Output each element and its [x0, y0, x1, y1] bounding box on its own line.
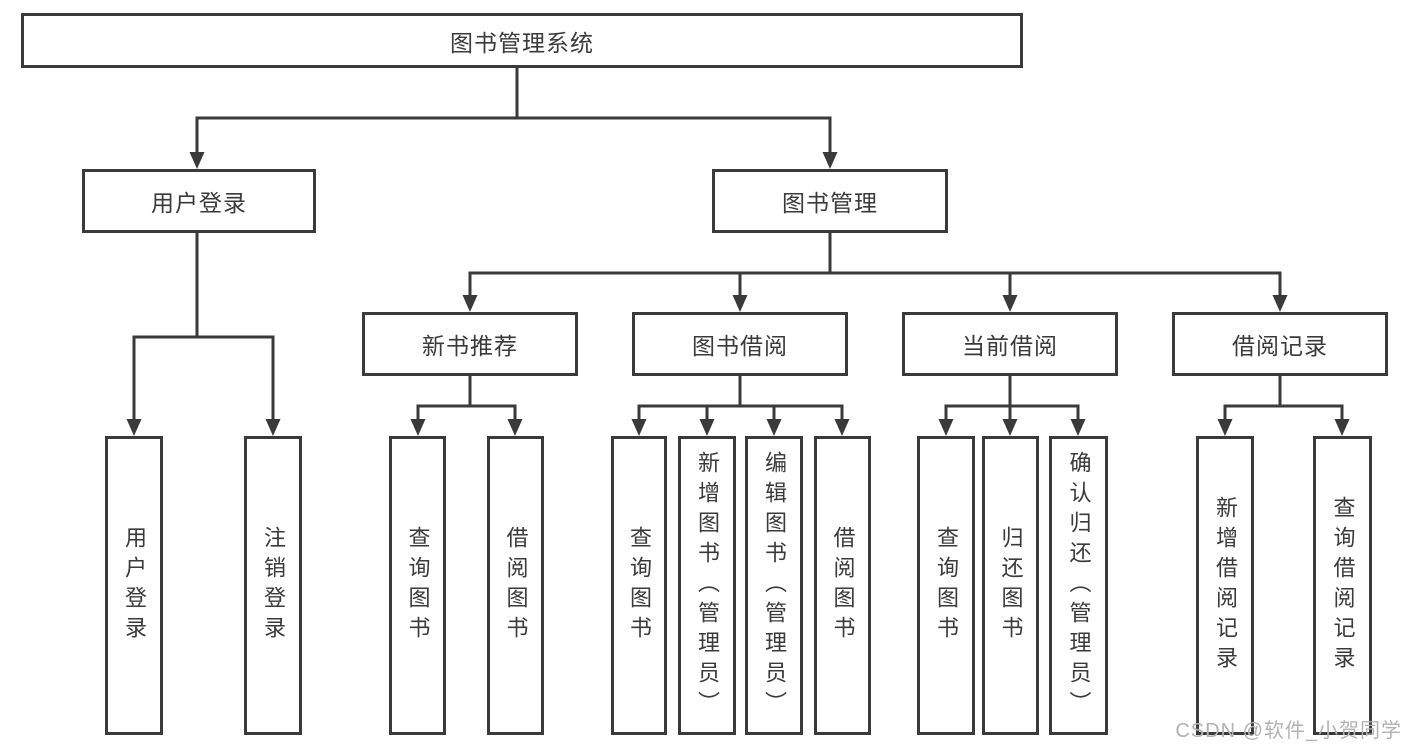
- leaf-confirm-return-admin: 确认归还（管理员）: [1049, 436, 1108, 735]
- node-book-management: 图书管理: [712, 169, 948, 233]
- arrowheads: [126, 152, 1350, 436]
- node-book-borrowing: 图书借阅: [632, 312, 848, 376]
- leaf-logout-login: 注销登录: [244, 436, 302, 735]
- node-label: 图书借阅: [692, 333, 788, 359]
- node-label: 借阅记录: [1232, 333, 1328, 359]
- leaf-label: 借阅图书: [830, 525, 856, 646]
- leaf-borrow-books-borrowing: 借阅图书: [814, 436, 871, 735]
- node-user-login: 用户登录: [82, 169, 316, 233]
- leaf-label: 查询图书: [627, 525, 652, 646]
- leaf-label: 查询借阅记录: [1330, 495, 1356, 676]
- node-label: 用户登录: [151, 190, 247, 216]
- node-book-management-system: 图书管理系统: [21, 13, 1023, 68]
- node-label: 新书推荐: [422, 333, 518, 359]
- leaf-label: 归还图书: [998, 525, 1024, 646]
- node-label: 当前借阅: [962, 333, 1058, 359]
- leaf-label: 注销登录: [261, 525, 286, 646]
- leaf-query-books-current: 查询图书: [917, 436, 975, 735]
- leaf-query-borrow-record: 查询借阅记录: [1313, 436, 1372, 735]
- node-current-borrowing: 当前借阅: [902, 312, 1118, 376]
- leaf-borrow-books-recommend: 借阅图书: [487, 436, 544, 735]
- leaf-label: 查询图书: [405, 525, 431, 646]
- leaf-edit-books-admin: 编辑图书（管理员）: [745, 436, 803, 735]
- leaf-label: 确认归还（管理员）: [1066, 450, 1092, 721]
- leaf-label: 查询图书: [934, 525, 959, 646]
- leaf-query-books-borrowing: 查询图书: [611, 436, 667, 735]
- leaf-label: 编辑图书（管理员）: [762, 450, 787, 721]
- leaf-user-login: 用户登录: [105, 436, 163, 735]
- leaf-label: 用户登录: [122, 525, 147, 646]
- node-borrow-records: 借阅记录: [1172, 312, 1388, 376]
- node-label: 图书管理系统: [450, 29, 594, 56]
- watermark-text: CSDN @软件_小贺同学: [1175, 720, 1402, 742]
- leaf-label: 新增图书（管理员）: [695, 450, 720, 721]
- leaf-label: 新增借阅记录: [1213, 495, 1238, 676]
- node-label: 图书管理: [782, 190, 878, 216]
- leaf-return-books: 归还图书: [982, 436, 1039, 735]
- node-new-book-recommend: 新书推荐: [362, 312, 578, 376]
- leaf-add-books-admin: 新增图书（管理员）: [678, 436, 736, 735]
- leaf-add-borrow-record: 新增借阅记录: [1196, 436, 1254, 735]
- leaf-label: 借阅图书: [503, 525, 529, 646]
- leaf-query-books-recommend: 查询图书: [389, 436, 446, 735]
